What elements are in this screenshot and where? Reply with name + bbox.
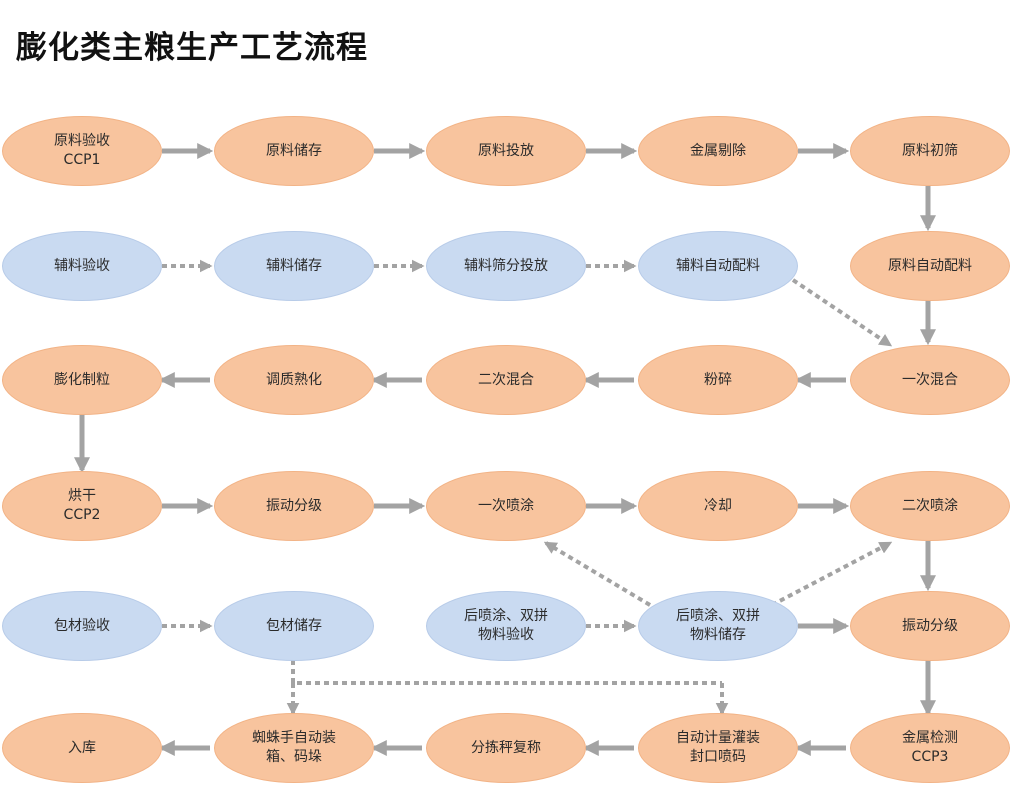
node-raw-material-storage: 原料储存: [214, 116, 374, 186]
node-raw-material-auto-batching: 原料自动配料: [850, 231, 1010, 301]
node-post-coating-material-storage: 后喷涂、双拼物料储存: [638, 591, 798, 661]
node-grinding: 粉碎: [638, 345, 798, 415]
node-auxiliary-receiving: 辅料验收: [2, 231, 162, 301]
node-second-coating: 二次喷涂: [850, 471, 1010, 541]
page-title: 膨化类主粮生产工艺流程: [16, 30, 368, 66]
node-sorting-reweighing: 分拣秤复称: [426, 713, 586, 783]
node-packaging-storage: 包材储存: [214, 591, 374, 661]
node-cooling: 冷却: [638, 471, 798, 541]
node-warehousing: 入库: [2, 713, 162, 783]
node-vibration-grading-2: 振动分级: [850, 591, 1010, 661]
node-post-coating-material-receiving: 后喷涂、双拼物料验收: [426, 591, 586, 661]
dotted-arrow-a4-r3c5: [791, 278, 893, 347]
node-auxiliary-sieving-feeding: 辅料筛分投放: [426, 231, 586, 301]
dotted-arrow-p4-r4c5: [771, 541, 893, 607]
node-auxiliary-auto-batching: 辅料自动配料: [638, 231, 798, 301]
node-first-coating: 一次喷涂: [426, 471, 586, 541]
node-raw-material-feeding: 原料投放: [426, 116, 586, 186]
node-robot-boxing-palletizing: 蜘蛛手自动装箱、码垛: [214, 713, 374, 783]
node-auxiliary-storage: 辅料储存: [214, 231, 374, 301]
node-metal-removal: 金属剔除: [638, 116, 798, 186]
node-auto-filling-sealing: 自动计量灌装封口喷码: [638, 713, 798, 783]
node-first-mixing: 一次混合: [850, 345, 1010, 415]
dotted-arrow-p4-r4c3: [543, 541, 652, 607]
node-packaging-receiving: 包材验收: [2, 591, 162, 661]
node-extrusion-pelleting: 膨化制粒: [2, 345, 162, 415]
node-vibration-grading-1: 振动分级: [214, 471, 374, 541]
node-raw-material-screening: 原料初筛: [850, 116, 1010, 186]
node-second-mixing: 二次混合: [426, 345, 586, 415]
node-conditioning: 调质熟化: [214, 345, 374, 415]
dotted-line-p2-split: [291, 660, 722, 685]
